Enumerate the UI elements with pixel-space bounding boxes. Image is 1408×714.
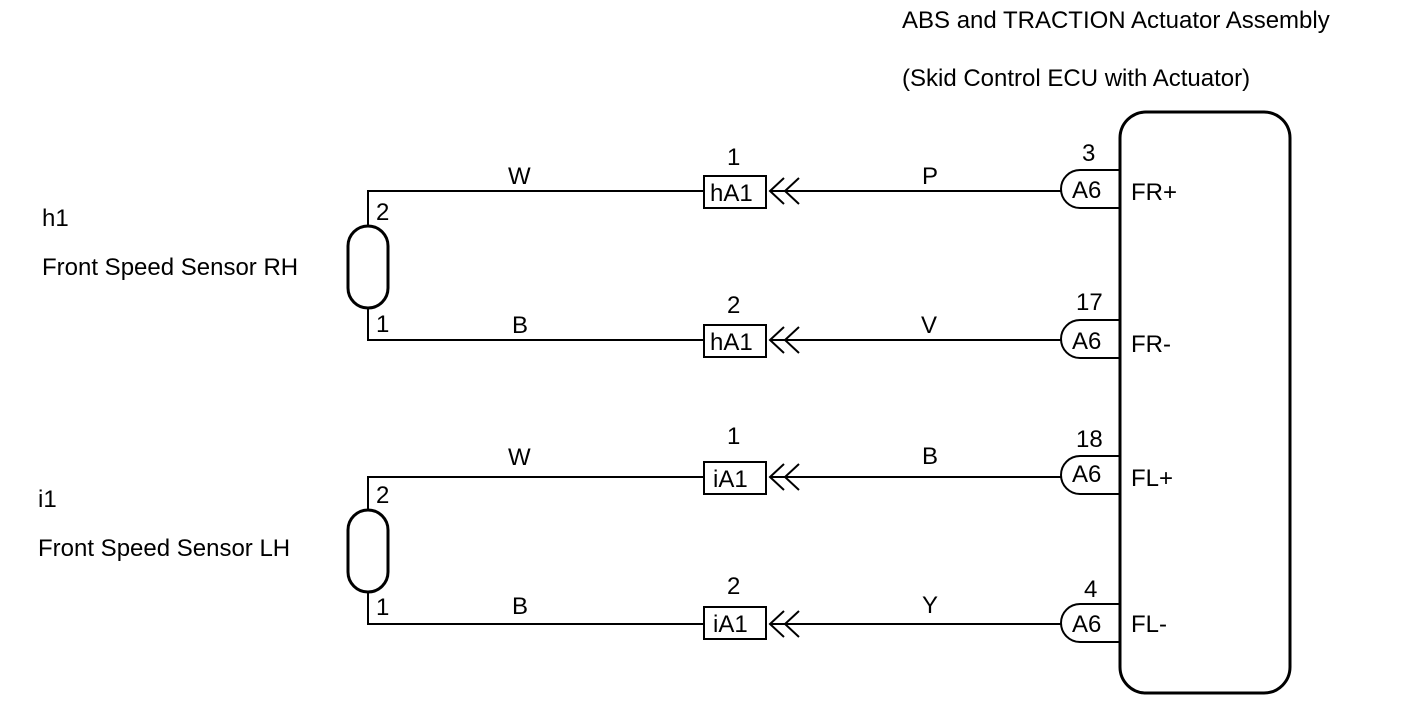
ecu-terminal: FL- bbox=[1131, 611, 1167, 638]
wire-color-right: B bbox=[922, 443, 938, 470]
circuit-fr-plus: W 1 hA1 P 3 A6 FR+ bbox=[367, 140, 1177, 226]
wire-color-left: W bbox=[508, 163, 531, 190]
ecu-pin: 17 bbox=[1076, 289, 1103, 316]
junction-connector bbox=[703, 324, 767, 358]
junction-label: hA1 bbox=[710, 329, 753, 356]
ecu-title: ABS and TRACTION Actuator Assembly bbox=[902, 7, 1330, 34]
circuit-fl-minus: B 2 iA1 Y 4 A6 FL- bbox=[367, 573, 1167, 643]
ecu-connector bbox=[1060, 455, 1120, 495]
ecu-pin: 3 bbox=[1082, 140, 1095, 167]
ecu-terminal: FR+ bbox=[1131, 179, 1177, 206]
ecu-box bbox=[1118, 110, 1292, 695]
sensor-lh-body bbox=[346, 508, 390, 594]
ecu-connector-label: A6 bbox=[1072, 177, 1101, 204]
sensor-rh-pin-bottom: 1 bbox=[376, 311, 389, 338]
junction-label: iA1 bbox=[713, 466, 748, 493]
wire-color-left: W bbox=[508, 444, 531, 471]
circuit-fl-plus: W 1 iA1 B 18 A6 FL+ bbox=[367, 423, 1173, 510]
ecu-subtitle: (Skid Control ECU with Actuator) bbox=[902, 65, 1250, 92]
sensor-rh: h1 Front Speed Sensor RH 2 1 bbox=[42, 199, 390, 338]
ecu-connector-label: A6 bbox=[1072, 461, 1101, 488]
ecu-terminal: FL+ bbox=[1131, 465, 1173, 492]
ecu-connector bbox=[1060, 319, 1120, 359]
sensor-rh-id: h1 bbox=[42, 205, 69, 232]
ecu-pin: 4 bbox=[1084, 576, 1097, 603]
circuit-fr-minus: B 2 hA1 V 17 A6 FR- bbox=[367, 289, 1171, 359]
sensor-lh-pin-bottom: 1 bbox=[376, 594, 389, 621]
wire-left bbox=[367, 190, 704, 226]
junction-label: iA1 bbox=[713, 611, 748, 638]
wire-left bbox=[367, 308, 704, 341]
sensor-rh-name: Front Speed Sensor RH bbox=[42, 254, 298, 281]
ecu-connector-label: A6 bbox=[1072, 328, 1101, 355]
sensor-lh-id: i1 bbox=[38, 486, 57, 513]
wire-color-right: P bbox=[922, 163, 938, 190]
sensor-lh-pin-top: 2 bbox=[376, 482, 389, 509]
sensor-lh-name: Front Speed Sensor LH bbox=[38, 535, 290, 562]
junction-pin: 2 bbox=[727, 292, 740, 319]
ecu-connector bbox=[1060, 603, 1120, 643]
wire-color-left: B bbox=[512, 312, 528, 339]
ecu-pin: 18 bbox=[1076, 426, 1103, 453]
ecu-connector bbox=[1060, 169, 1120, 209]
junction-connector bbox=[703, 606, 767, 640]
junction-pin: 2 bbox=[727, 573, 740, 600]
wire-color-right: Y bbox=[922, 592, 938, 619]
sensor-rh-body bbox=[346, 224, 390, 310]
junction-label: hA1 bbox=[710, 180, 753, 207]
junction-connector bbox=[703, 461, 767, 495]
junction-pin: 1 bbox=[727, 144, 740, 171]
wire-left bbox=[367, 476, 704, 510]
ecu-terminal: FR- bbox=[1131, 331, 1171, 358]
wire-color-left: B bbox=[512, 593, 528, 620]
junction-connector bbox=[703, 175, 767, 209]
sensor-lh: i1 Front Speed Sensor LH 2 1 bbox=[38, 482, 390, 621]
wire-color-right: V bbox=[921, 312, 937, 339]
wire-left bbox=[367, 592, 704, 625]
sensor-rh-pin-top: 2 bbox=[376, 199, 389, 226]
ecu-connector-label: A6 bbox=[1072, 611, 1101, 638]
junction-pin: 1 bbox=[727, 423, 740, 450]
